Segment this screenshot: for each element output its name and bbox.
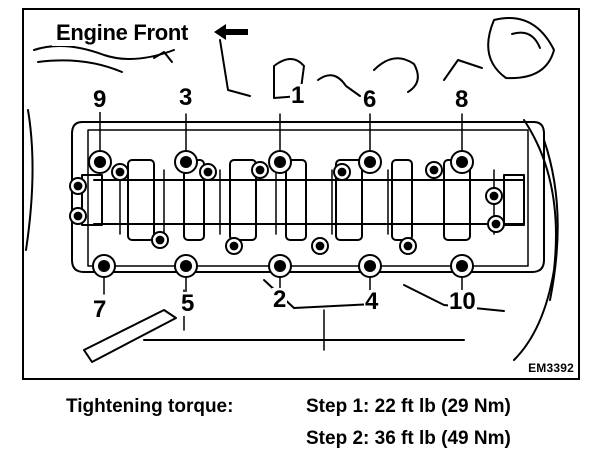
bolt-number-3: 3 <box>178 84 194 111</box>
bolt-number-2: 2 <box>272 286 288 313</box>
bolt-number-1: 1 <box>290 82 306 109</box>
valve-bolt <box>485 187 503 205</box>
bolt-number-7: 7 <box>92 296 108 323</box>
torque-step-1: Step 1: 22 ft lb (29 Nm) <box>306 396 511 417</box>
cylinder-head-diagram: Engine Front 1 2 3 4 5 6 7 8 9 10 EM3392 <box>22 8 580 380</box>
valve-bolt <box>69 207 87 225</box>
valve-bolt <box>111 163 129 181</box>
bolt-head-6 <box>358 150 382 174</box>
bolt-head-3 <box>174 150 198 174</box>
diagram-title: Engine Front <box>52 20 193 46</box>
bolt-head-5 <box>174 254 198 278</box>
valve-bolt <box>425 161 443 179</box>
valve-bolt <box>311 237 329 255</box>
bolt-number-6: 6 <box>362 86 378 113</box>
bolt-number-9: 9 <box>92 86 108 113</box>
valve-bolt <box>199 163 217 181</box>
bolt-head-7 <box>92 254 116 278</box>
valve-bolt <box>69 177 87 195</box>
bolt-head-9 <box>88 150 112 174</box>
valve-bolt <box>487 215 505 233</box>
engine-line-art <box>25 17 559 363</box>
valve-bolt <box>251 161 269 179</box>
valve-bolt <box>333 163 351 181</box>
valve-bolt <box>225 237 243 255</box>
torque-label: Tightening torque: <box>66 396 234 417</box>
bolt-head-10 <box>450 254 474 278</box>
bolt-head-8 <box>450 150 474 174</box>
bolt-number-10: 10 <box>448 288 477 315</box>
bolt-head-4 <box>358 254 382 278</box>
figure-code: EM3392 <box>528 361 574 375</box>
bolt-head-1 <box>268 150 292 174</box>
bolt-head-2 <box>268 254 292 278</box>
valve-bolt <box>151 231 169 249</box>
bolt-number-5: 5 <box>180 290 196 317</box>
bolt-number-4: 4 <box>364 288 380 315</box>
bolt-number-8: 8 <box>454 86 470 113</box>
torque-step-2: Step 2: 36 ft lb (49 Nm) <box>306 428 511 449</box>
valve-bolt <box>399 237 417 255</box>
